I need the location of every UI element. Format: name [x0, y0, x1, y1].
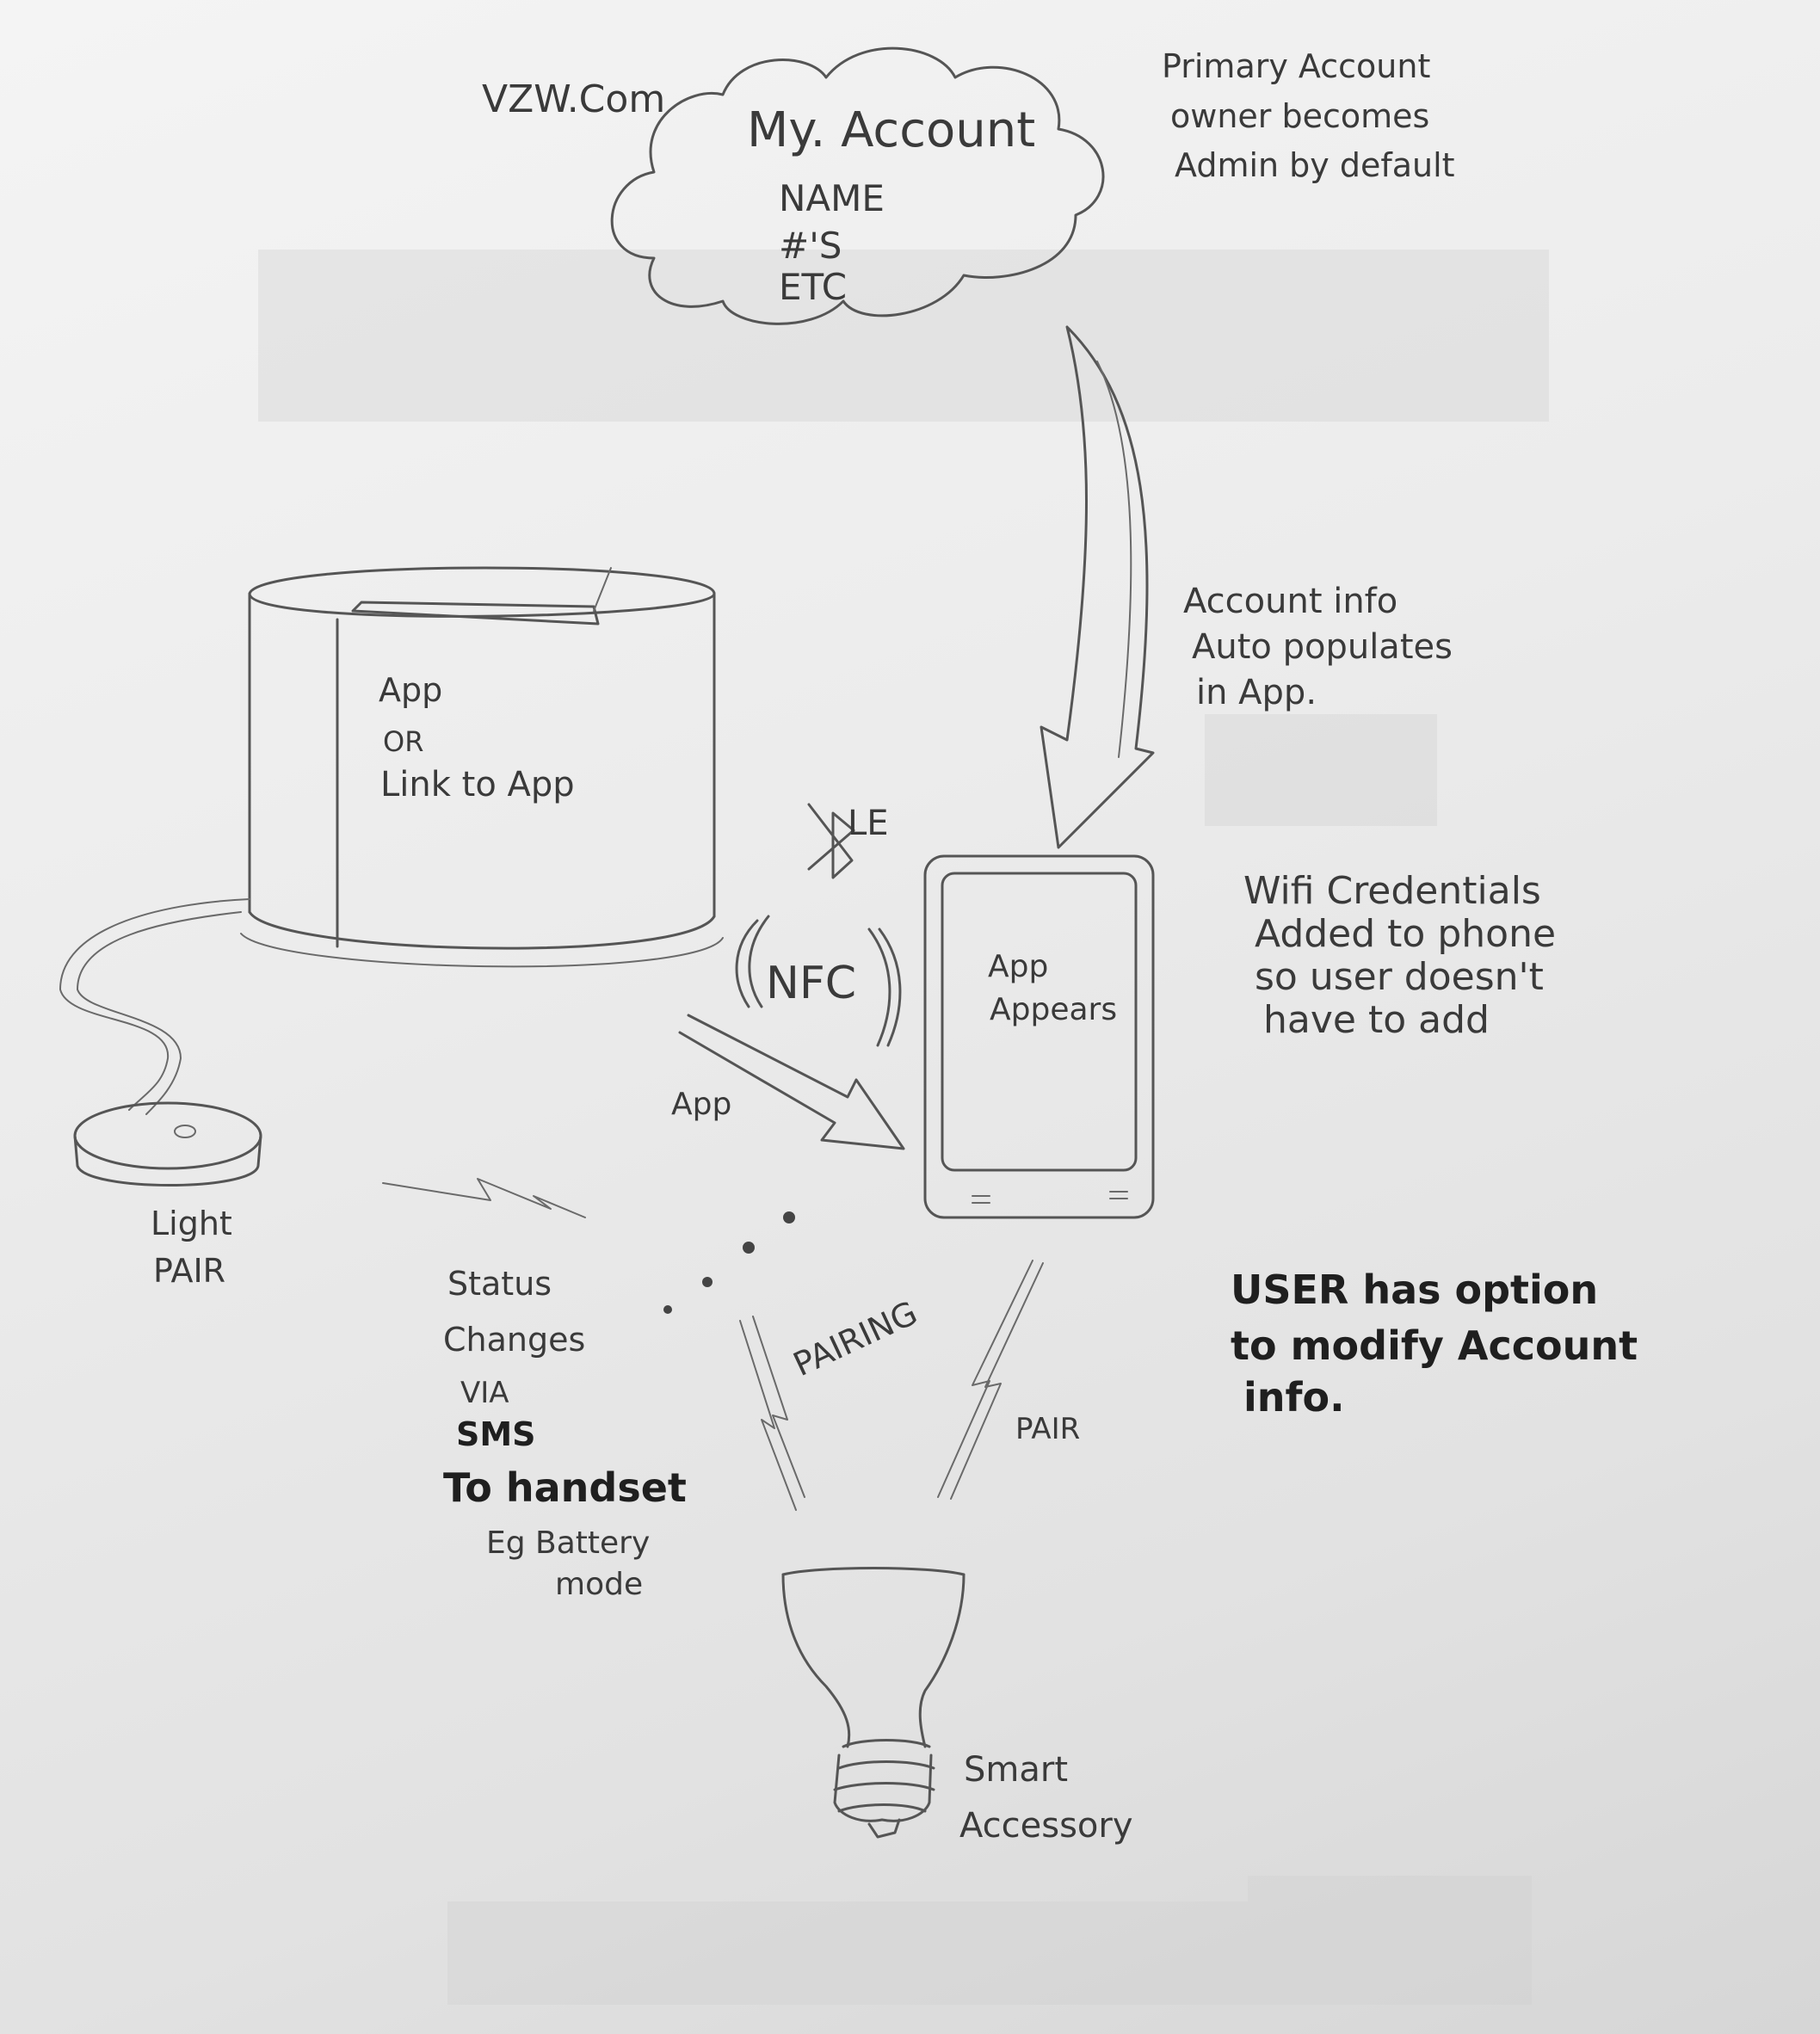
- status-line-1: Status: [447, 1265, 552, 1303]
- status-line-3: VIA: [460, 1376, 509, 1410]
- primary-note-line-1: Primary Account: [1162, 47, 1430, 85]
- pair-label: PAIR: [1015, 1412, 1080, 1446]
- primary-note-line-2: owner becomes: [1170, 97, 1429, 135]
- primary-note-line-3: Admin by default: [1175, 146, 1455, 184]
- bluetooth-icon: LE: [807, 803, 889, 879]
- wifi-note-line-4: have to add: [1263, 998, 1490, 1042]
- phone-text-appears: Appears: [990, 992, 1117, 1027]
- pairing-signal: PAIRING: [739, 1294, 923, 1511]
- account-info-line-1: Account info: [1183, 582, 1397, 621]
- cloud-title: My. Account: [747, 102, 1035, 158]
- cloud-line-numbers: #'S: [779, 225, 842, 267]
- cloud-line-name: NAME: [779, 177, 885, 219]
- status-line-7: mode: [555, 1567, 643, 1602]
- pairing-label: PAIRING: [787, 1294, 922, 1384]
- wifi-note-line-2: Added to phone: [1255, 912, 1556, 956]
- app-arrow: App: [671, 1014, 905, 1150]
- wifi-note-line-1: Wifi Credentials: [1243, 869, 1541, 913]
- account-info-line-2: Auto populates: [1192, 627, 1453, 667]
- box-text-or: OR: [383, 725, 423, 758]
- wifi-note: Wifi Credentials Added to phone so user …: [1243, 869, 1556, 1042]
- status-line-5: To handset: [443, 1464, 687, 1511]
- light-pair-signal: [382, 1178, 586, 1218]
- user-option-line-3: info.: [1243, 1374, 1345, 1421]
- app-arrow-label: App: [671, 1087, 731, 1122]
- status-note: Status Changes VIA SMS To handset Eg Bat…: [443, 1265, 687, 1602]
- pair-signal: PAIR: [937, 1260, 1080, 1500]
- light-pair-device: Light PAIR: [59, 898, 262, 1290]
- light-pair-label-1: Light: [151, 1205, 232, 1242]
- user-option-line-2: to modify Account: [1231, 1322, 1638, 1369]
- wifi-note-line-3: so user doesn't: [1255, 955, 1544, 999]
- app-box: App OR Link to App: [240, 566, 724, 968]
- box-text-link: Link to App: [380, 765, 575, 804]
- user-option-line-1: USER has option: [1231, 1267, 1598, 1313]
- smart-accessory-label-1: Smart: [964, 1750, 1068, 1790]
- dotted-path: [663, 1211, 795, 1314]
- status-line-2: Changes: [443, 1321, 585, 1359]
- light-pair-label-2: PAIR: [153, 1252, 225, 1290]
- nfc-label: NFC: [766, 958, 856, 1009]
- primary-account-note: Primary Account owner becomes Admin by d…: [1162, 47, 1455, 184]
- box-text-app: App: [379, 671, 442, 709]
- phone-text-app: App: [988, 949, 1048, 984]
- account-info-note: Account info Auto populates in App.: [1183, 582, 1453, 712]
- status-line-6: Eg Battery: [486, 1526, 650, 1561]
- phone: App Appears: [923, 854, 1155, 1219]
- status-line-4: SMS: [456, 1415, 536, 1453]
- smart-bulb: Smart Accessory: [781, 1567, 1133, 1846]
- account-cloud: VZW.Com My. Account NAME #'S ETC: [482, 46, 1105, 325]
- smart-accessory-label-2: Accessory: [959, 1806, 1133, 1846]
- cloud-site-label: VZW.Com: [482, 77, 665, 121]
- cloud-line-etc: ETC: [779, 266, 847, 308]
- nfc-symbol: NFC: [735, 915, 902, 1047]
- account-info-line-3: in App.: [1196, 673, 1317, 712]
- user-option-note: USER has option to modify Account info.: [1231, 1267, 1638, 1421]
- bleed-through: [258, 250, 1549, 2005]
- account-to-phone-arrow: [1040, 325, 1155, 849]
- ble-label: LE: [848, 804, 889, 843]
